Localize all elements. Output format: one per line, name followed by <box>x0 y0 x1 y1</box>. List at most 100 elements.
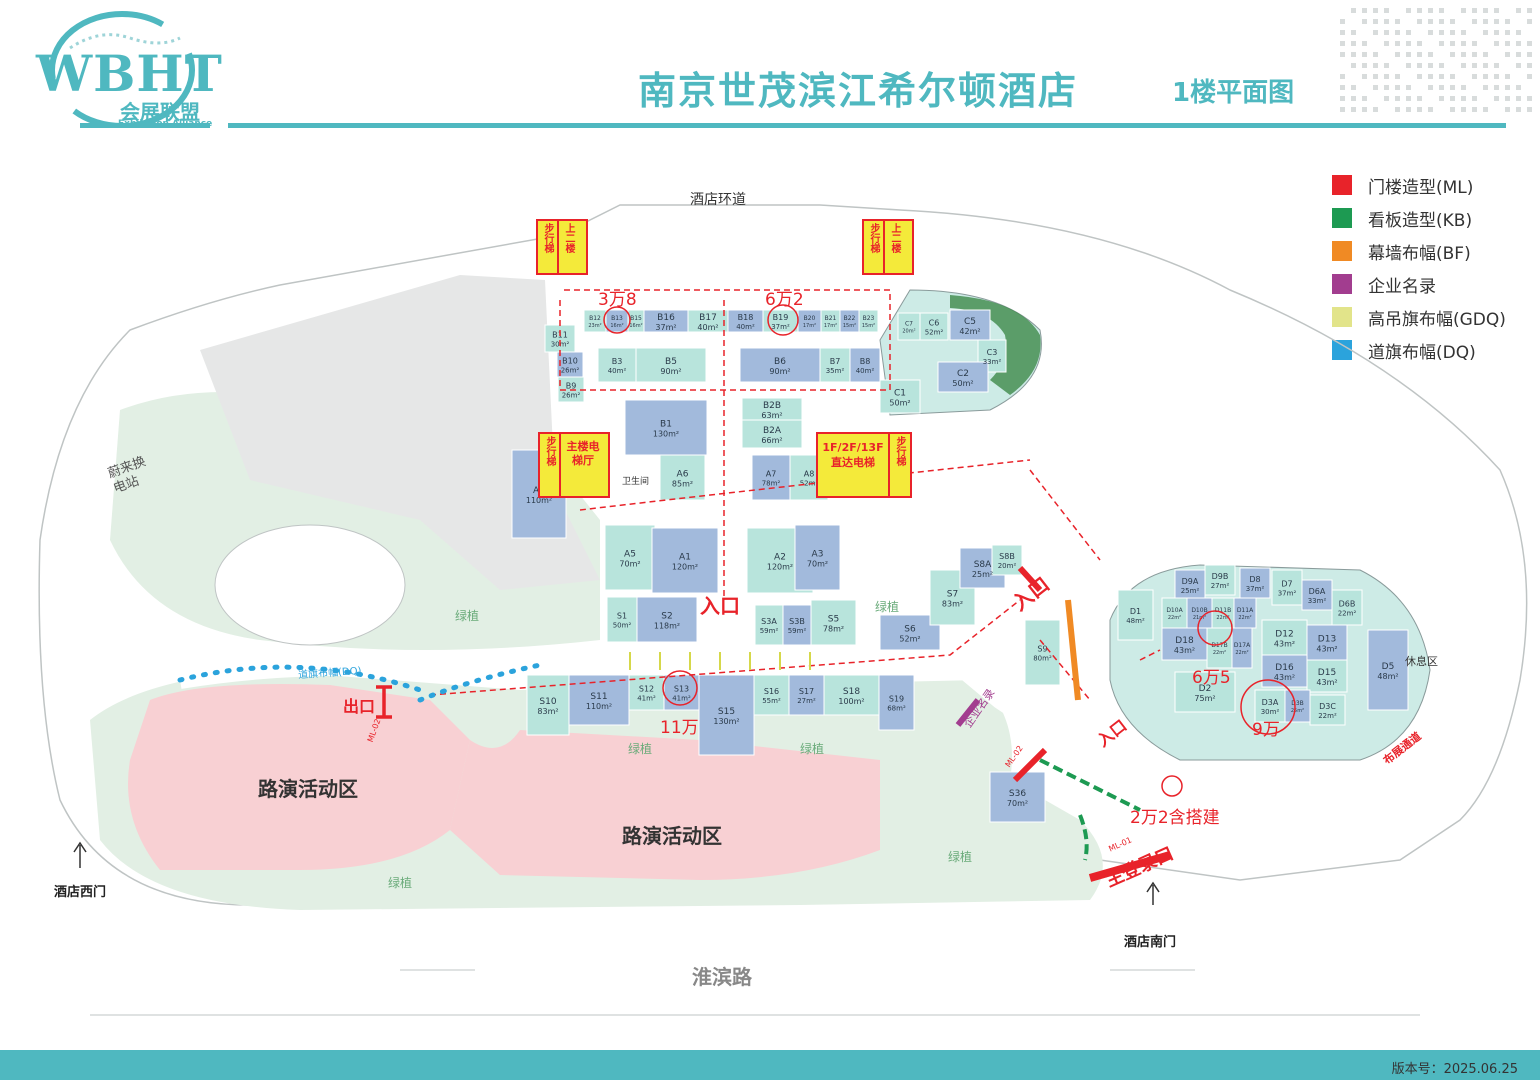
booth-s9[interactable] <box>1024 619 1061 686</box>
booth-s5[interactable] <box>810 599 857 646</box>
booth-id-label: D17A <box>1234 642 1251 649</box>
green-label: 绿植 <box>875 600 900 614</box>
decoration-dot <box>1472 52 1477 57</box>
green-label: 绿植 <box>800 742 825 756</box>
booth-s18[interactable] <box>823 674 880 716</box>
booth-d17a[interactable] <box>1231 627 1253 669</box>
decoration-dot <box>1384 74 1389 79</box>
booth-s8b[interactable] <box>991 544 1023 576</box>
walk-stairs-label: 步行梯 <box>894 436 905 466</box>
booth-b2a[interactable] <box>741 419 803 449</box>
booth-s3a[interactable] <box>754 604 784 646</box>
booth-area-label: 20m² <box>902 329 915 335</box>
booth-c2[interactable] <box>937 361 989 393</box>
booth-d3b[interactable] <box>1284 689 1311 723</box>
decoration-dot <box>1527 63 1532 68</box>
ml-01-main <box>1088 851 1172 882</box>
decoration-dot <box>1406 8 1411 13</box>
booth-b6[interactable] <box>739 347 821 383</box>
booth-s11[interactable] <box>568 674 630 726</box>
decoration-dot <box>1505 107 1510 112</box>
decoration-dot <box>1450 30 1455 35</box>
price-label: 6万2 <box>765 290 804 310</box>
decoration-dot <box>1384 96 1389 101</box>
booth-id-label: S18 <box>843 687 860 697</box>
booth-d15[interactable] <box>1306 659 1348 693</box>
booth-s12[interactable] <box>628 674 665 711</box>
booth-area-label: 43m² <box>1316 645 1337 654</box>
booth-a6[interactable] <box>659 454 706 501</box>
stairs-up-label: 上二楼 <box>557 221 578 273</box>
booth-d6a[interactable] <box>1301 579 1333 611</box>
booth-b3[interactable] <box>597 347 637 383</box>
booth-b1[interactable] <box>624 399 708 456</box>
booth-s17[interactable] <box>788 674 825 716</box>
booth-id-label: C5 <box>964 317 976 327</box>
booth-c5[interactable] <box>949 309 991 341</box>
booth-b12[interactable] <box>583 309 607 333</box>
legend-swatch <box>1332 175 1352 195</box>
booth-id-label: D17B <box>1211 642 1227 649</box>
booth-s15[interactable] <box>698 674 755 756</box>
decoration-dot <box>1461 41 1466 46</box>
booth-s2[interactable] <box>636 596 698 643</box>
decoration-dot <box>1384 63 1389 68</box>
booth-area-label: 43m² <box>1174 646 1195 655</box>
booth-area-label: 50m² <box>952 379 973 388</box>
booth-b10[interactable] <box>556 351 584 378</box>
decoration-dot <box>1450 41 1455 46</box>
booth-b23[interactable] <box>858 309 879 333</box>
booth-s19[interactable] <box>878 674 915 731</box>
booth-c1[interactable] <box>879 379 921 414</box>
booth-d17b[interactable] <box>1206 627 1233 669</box>
booth-id-label: S2 <box>661 612 672 622</box>
booth-id-label: D9B <box>1212 572 1229 581</box>
booth-d9b[interactable] <box>1204 564 1236 596</box>
booth-id-label: B8 <box>860 357 871 366</box>
roadshow-right-label: 路演活动区 <box>622 824 722 848</box>
booth-b5[interactable] <box>635 347 707 383</box>
dot-pattern-decoration <box>1340 8 1532 112</box>
decoration-dot <box>1384 41 1389 46</box>
decoration-dot <box>1494 85 1499 90</box>
booth-d5[interactable] <box>1367 629 1409 711</box>
booth-a3[interactable] <box>794 524 841 591</box>
price-circles <box>603 304 1296 797</box>
booth-d8[interactable] <box>1239 567 1271 599</box>
decoration-dot <box>1505 41 1510 46</box>
decoration-dot <box>1494 41 1499 46</box>
booth-d16[interactable] <box>1261 654 1308 688</box>
decoration-dot <box>1351 96 1356 101</box>
booth-d7[interactable] <box>1271 569 1303 606</box>
booth-area-label: 17m² <box>824 323 837 329</box>
booth-b8[interactable] <box>849 347 881 383</box>
booth-a1[interactable] <box>651 527 719 594</box>
booth-d13[interactable] <box>1306 624 1348 661</box>
booth-area-label: 42m² <box>959 327 980 336</box>
decoration-dot <box>1395 107 1400 112</box>
decoration-dot <box>1439 30 1444 35</box>
green-label: 绿植 <box>628 742 653 756</box>
booth-a5[interactable] <box>604 524 656 591</box>
booth-id-label: C3 <box>987 348 998 357</box>
booth-s16[interactable] <box>753 674 790 716</box>
decoration-dot <box>1472 8 1477 13</box>
legend-item: 道旗布幅(DQ) <box>1332 337 1532 363</box>
booth-id-label: B21 <box>825 315 837 322</box>
stairs-up-box-left: 步行梯 上二楼 <box>536 219 588 275</box>
booth-id-label: B13 <box>611 315 623 322</box>
decoration-dot <box>1373 19 1378 24</box>
booth-d3c[interactable] <box>1309 694 1346 726</box>
booth-b7[interactable] <box>819 347 851 383</box>
booth-d10a[interactable] <box>1161 597 1188 629</box>
booth-c6[interactable] <box>919 312 949 341</box>
decoration-dot <box>1373 85 1378 90</box>
booth-area-label: 78m² <box>823 625 844 634</box>
decoration-dot <box>1439 19 1444 24</box>
booth-area-label: 33m² <box>1308 597 1327 605</box>
booth-b11[interactable] <box>544 324 576 353</box>
booth-id-label: S1 <box>617 612 627 621</box>
booth-d1[interactable] <box>1117 589 1154 641</box>
booth-d2[interactable] <box>1174 671 1236 713</box>
booth-area-label: 22m² <box>1318 712 1337 720</box>
